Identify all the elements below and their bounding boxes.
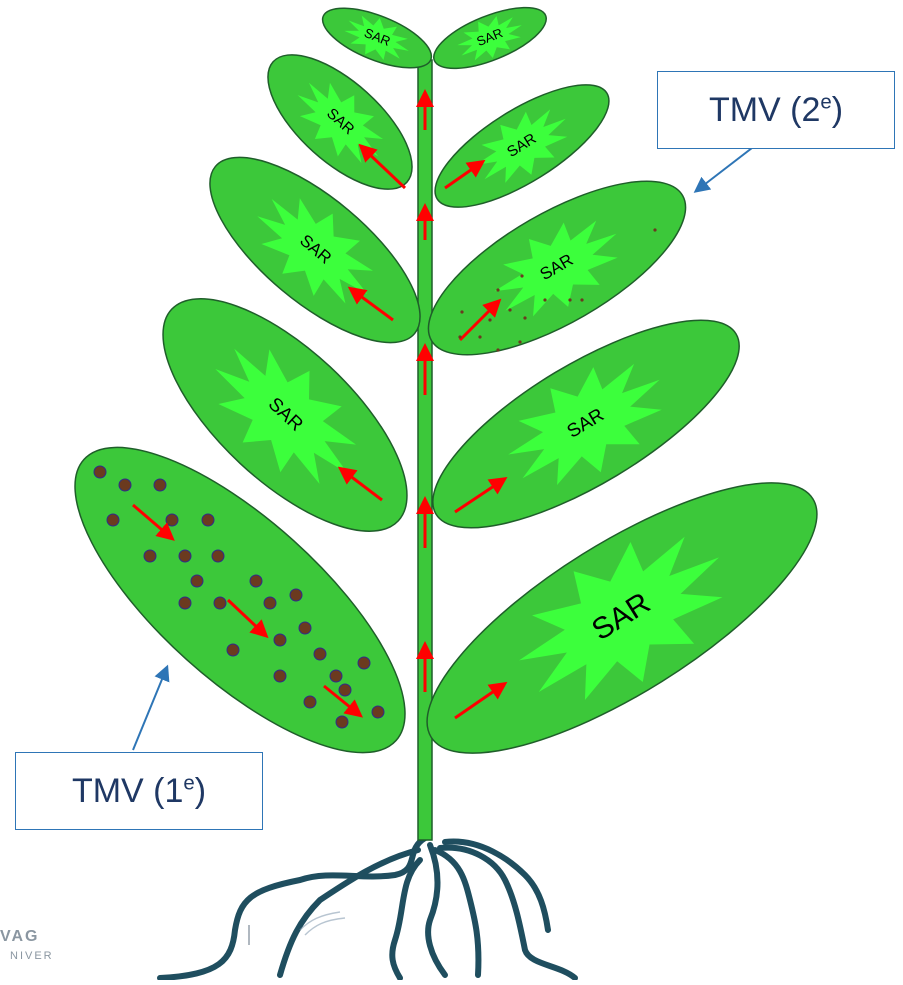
- lesion-dot: [166, 514, 178, 526]
- lesion-dot-small: [580, 298, 583, 301]
- callout-primary-pointer: [133, 672, 165, 750]
- lesion-dot-small: [523, 316, 526, 319]
- lesion-dot: [191, 575, 203, 587]
- lesion-dot-small: [478, 335, 481, 338]
- lesion-dot: [358, 657, 370, 669]
- lesion-dot: [250, 575, 262, 587]
- roots: [160, 838, 575, 978]
- lesion-dot: [179, 597, 191, 609]
- lesion-dot: [274, 670, 286, 682]
- lesion-dot-small: [496, 348, 499, 351]
- lesion-dot: [290, 589, 302, 601]
- lesion-dot: [304, 696, 316, 708]
- lesion-dot-small: [496, 288, 499, 291]
- lesion-dot: [330, 670, 342, 682]
- lesion-dot: [274, 634, 286, 646]
- lesion-dot: [119, 479, 131, 491]
- callout-primary-tmv: TMV (1e): [15, 752, 263, 830]
- callout-secondary-text: TMV (2e): [709, 91, 843, 130]
- lesion-dot: [179, 550, 191, 562]
- lesion-dot-small: [508, 308, 511, 311]
- lesion-dot: [339, 684, 351, 696]
- lesion-dot-small: [488, 318, 491, 321]
- lesion-dot: [214, 597, 226, 609]
- lesion-dot-small: [543, 298, 546, 301]
- lesion-dot: [299, 622, 311, 634]
- lesion-dot: [154, 479, 166, 491]
- lesion-dot: [107, 514, 119, 526]
- callout-secondary-tmv: TMV (2e): [657, 71, 895, 149]
- lesion-dot: [212, 550, 224, 562]
- lesion-dot: [94, 466, 106, 478]
- lesion-dot: [202, 514, 214, 526]
- logo-line2: NIVER: [10, 950, 54, 962]
- lesion-dot-small: [653, 228, 656, 231]
- lesion-dot: [336, 716, 348, 728]
- lesion-dot-small: [520, 274, 523, 277]
- lesion-dot-small: [518, 340, 521, 343]
- lesion-dot: [264, 597, 276, 609]
- leaf-top-right: SAR: [426, 0, 554, 81]
- logo-divider: [248, 925, 250, 945]
- logo-line1: VAG: [0, 928, 39, 946]
- lesion-dot-small: [460, 310, 463, 313]
- lesion-dot: [144, 550, 156, 562]
- lesion-dot: [227, 644, 239, 656]
- lesion-dot-small: [568, 298, 571, 301]
- lesion-dot: [314, 648, 326, 660]
- lesion-dot: [372, 706, 384, 718]
- callout-primary-text: TMV (1e): [72, 772, 206, 811]
- lesion-dot-small: [458, 335, 461, 338]
